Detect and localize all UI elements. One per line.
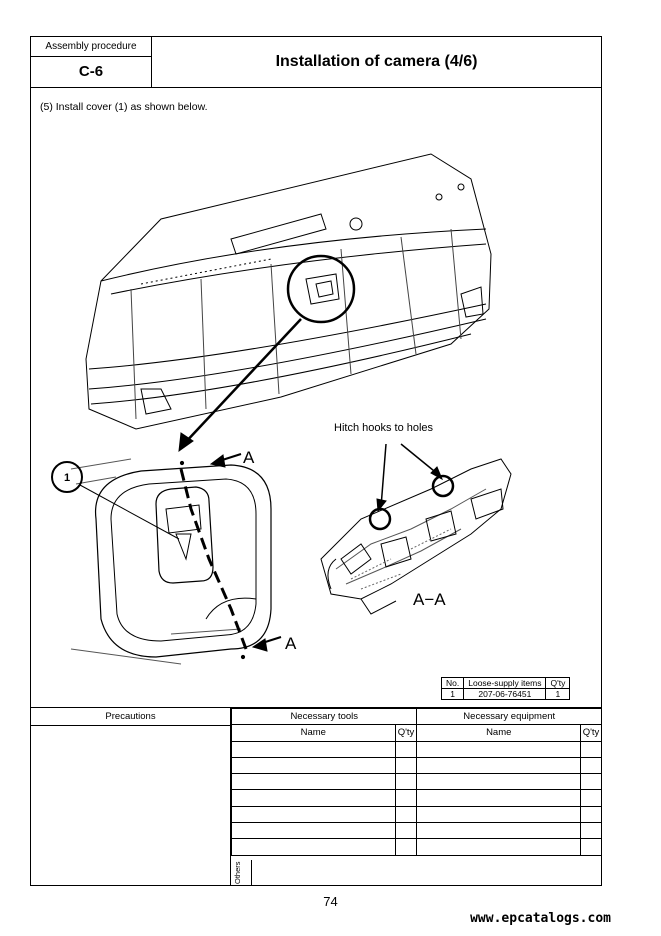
section-marker-top: A (243, 448, 255, 467)
equipment-heading: Necessary equipment (416, 707, 602, 726)
table-row (231, 740, 603, 758)
equipment-qty-header: Q'ty (579, 724, 603, 742)
procedure-label: Assembly procedure (31, 37, 151, 57)
precautions-column: Precautions (31, 708, 231, 886)
section-marker-bottom: A (285, 634, 297, 653)
page-title: Installation of camera (4/6) (275, 53, 478, 70)
col-no: No. (440, 677, 465, 689)
title-box: Installation of camera (4/6) (152, 37, 601, 88)
cell-qty: 1 (545, 688, 571, 700)
camera-cover-illustration: 1 A A A−A Hitch hooks to holes (51, 153, 512, 665)
loose-supply-header: No. Loose-supply items Q'ty (440, 677, 571, 689)
table-row (231, 838, 603, 856)
col-item: Loose-supply items (463, 677, 547, 689)
website-watermark: www.epcatalogs.com (470, 911, 611, 926)
document-frame: Assembly procedure C-6 Installation of c… (30, 36, 603, 886)
procedure-box: Assembly procedure C-6 (31, 37, 152, 88)
table-row (231, 822, 603, 840)
bottom-section: Precautions Necessary tools Necessary eq… (31, 707, 603, 886)
step-instruction: (5) Install cover (1) as shown below. (40, 101, 208, 113)
loose-supply-table: No. Loose-supply items Q'ty 1 207-06-764… (440, 677, 571, 700)
others-cell: Others (231, 860, 252, 886)
table-row (231, 789, 603, 807)
hitch-label: Hitch hooks to holes (334, 422, 434, 434)
cell-no: 1 (440, 688, 465, 700)
tools-equipment-table: Necessary tools Necessary equipment Name… (230, 707, 603, 856)
section-view-label: A−A (413, 590, 446, 609)
callout-number: 1 (64, 472, 70, 484)
equipment-name-header: Name (416, 724, 581, 742)
tools-equipment-area: Necessary tools Necessary equipment Name… (230, 707, 603, 856)
table-row (231, 756, 603, 775)
cell-item: 207-06-76451 (463, 688, 547, 700)
tools-heading: Necessary tools (230, 707, 418, 726)
table-row (231, 773, 603, 791)
tools-qty-header: Q'ty (394, 724, 418, 742)
table-row (231, 805, 603, 824)
tools-name-header: Name (231, 724, 396, 742)
table-row: 1 207-06-76451 1 (440, 688, 571, 700)
precautions-heading: Precautions (31, 708, 230, 726)
procedure-code: C-6 (78, 63, 104, 80)
others-label: Others (233, 861, 242, 884)
page-number: 74 (323, 894, 338, 909)
col-qty: Q'ty (545, 677, 571, 689)
